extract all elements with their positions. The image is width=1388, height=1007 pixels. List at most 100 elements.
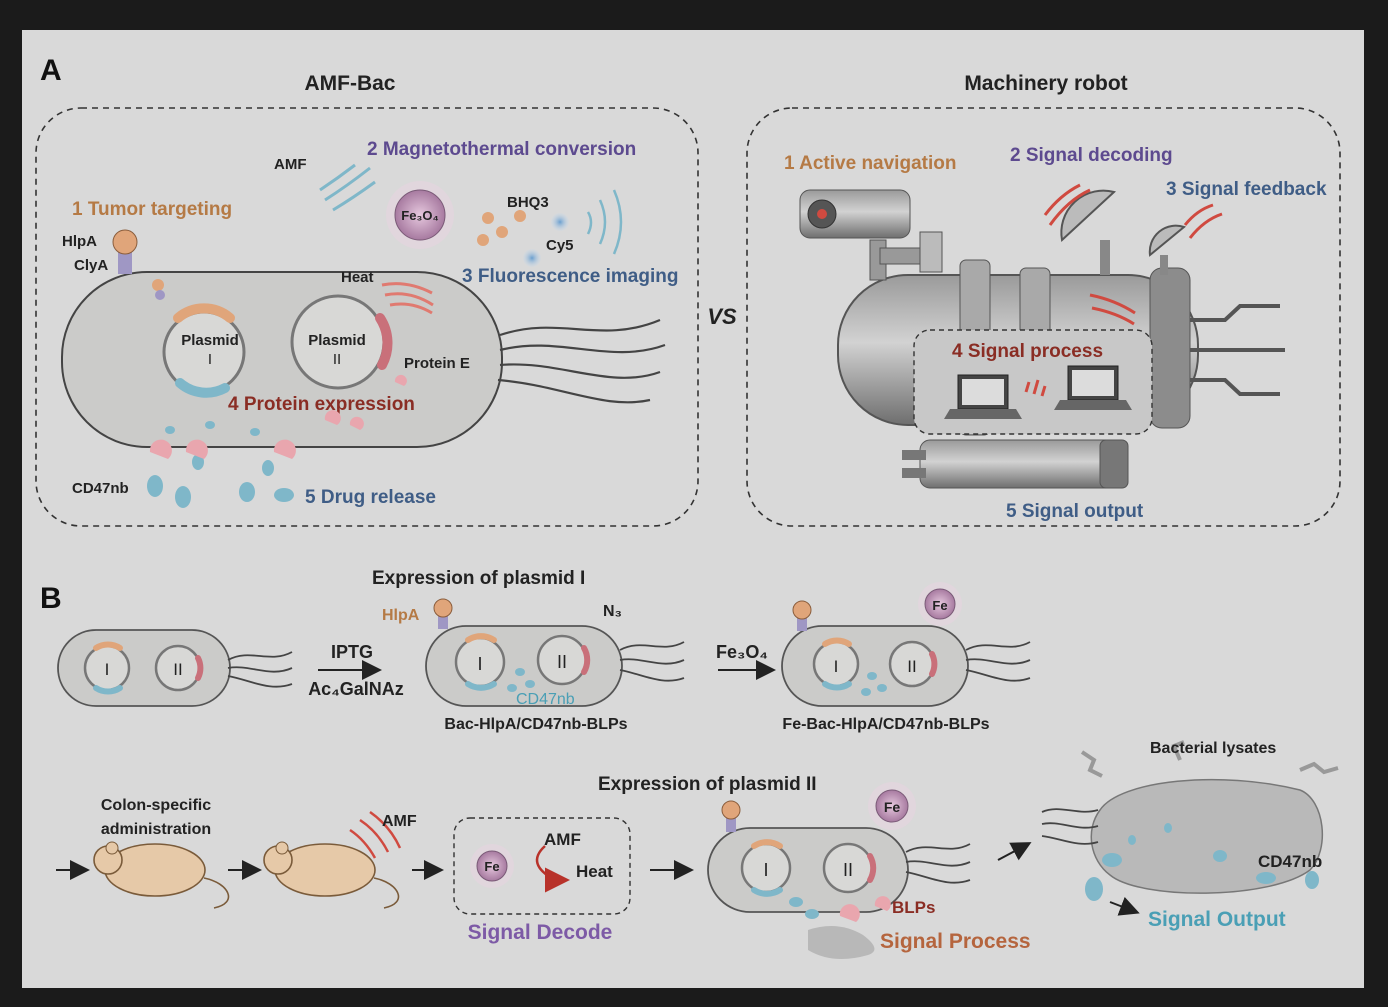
plasmid-i-roman: I [477,654,482,674]
signal-decoding-label: 2 Signal decoding [1010,145,1173,166]
fluorescence-wave [612,189,623,255]
magnetothermal-label: 2 Magnetothermal conversion [367,139,636,160]
hlpa-label: HlpA [382,607,420,624]
signal-wave [1043,183,1081,216]
plasmid-ii-roman: II [173,660,182,679]
signal-output-label: Signal Output [1148,908,1286,931]
protein-e-gene [375,313,393,370]
amf-wave [324,166,371,202]
plasmid-i-roman: I [834,657,839,676]
bhq3-particle [496,226,508,238]
amf-bac-bacterium [61,271,666,448]
heat-wave [384,292,434,307]
satellite-dish-icon [1060,189,1117,275]
satellite-dish-icon [1148,224,1187,275]
expression-plasmid-i-title: Expression of plasmid I [372,568,585,589]
bacterium-expressing [707,782,971,959]
bhq3-particle [514,210,526,222]
hlpa-gene [173,303,235,323]
cd47nb-label: CD47nb [72,480,129,497]
plasmid-ii-roman: II [557,652,567,672]
mouse-icon [93,841,230,909]
clya-label: ClyA [74,257,108,274]
robot-gun-tip [902,450,926,460]
signal-decode-box [453,817,631,915]
signal-process-label: Signal Process [880,930,1031,953]
hlpa-label: HlpA [62,233,97,250]
fluorescence-label: 3 Fluorescence imaging [462,266,678,287]
panel-a-letter: A [40,54,62,87]
robot-claw [1190,304,1280,322]
clya-protein [155,290,165,300]
protein-e-blob [349,416,364,430]
tumor-targeting-label: 1 Tumor targeting [72,199,232,220]
drug-release-label: 5 Drug release [305,487,436,508]
bhq3-label: BHQ3 [507,194,549,211]
fe-bac-hlpa-label: Fe-Bac-HlpA/CD47nb-BLPs [782,716,989,733]
plasmid-i-roman: I [105,660,110,679]
cd47nb-gene [175,378,230,398]
fe3o4-nanoparticle [394,189,446,241]
flagellum [497,378,651,404]
amf-decode-label: AMF [544,830,581,849]
cd47nb-released [262,460,274,476]
cy5-label: Cy5 [546,237,574,254]
expression-plasmid-ii-title: Expression of plasmid II [598,774,817,795]
cd47nb-released [192,454,204,470]
flagellum [499,363,661,379]
signal-output-label: 5 Signal output [1006,501,1144,522]
amf-bac-dashed-box [35,107,699,527]
cd47nb-blob [250,428,260,436]
blps-label: BLPs [892,898,935,917]
signal-process-wave [1024,379,1047,397]
colon-label-line1: Colon-specific [101,797,211,814]
clya-anchor [118,252,132,274]
fe-nanoparticle [476,850,508,882]
flagellum [499,343,666,354]
arrow-to-output [1109,896,1140,916]
robot-gun-mount [1099,439,1129,489]
robot-dashed-box [746,107,1341,527]
amf-bac-title: AMF-Bac [304,72,395,95]
signal-wave [1183,203,1214,226]
panel-b-letter: B [40,582,62,615]
fluorescence-wave [598,199,607,245]
bacterium-fe-bac [781,582,1031,707]
fluorescence-wave [586,211,593,235]
iptg-label: IPTG [331,642,373,662]
active-navigation-label: 1 Active navigation [784,153,956,174]
plasmid-ii-roman: II [333,351,341,368]
signal-process-label: 4 Signal process [952,341,1103,362]
plasmid-i-roman: I [208,351,212,368]
ac4galnaz-label: Ac₄GalNAz [308,679,404,699]
robot-end-cap [1149,267,1191,429]
colon-label-line2: administration [101,821,211,838]
amf-label: AMF [274,156,307,173]
cd47nb-released [147,475,163,497]
signal-feedback-label: 3 Signal feedback [1166,179,1327,200]
plasmid-ii-roman: II [843,860,853,880]
lysed-bacterium [1041,740,1339,901]
protein-e-blob [324,410,341,425]
protein-e-pore [273,439,296,459]
machinery-robot-title: Machinery robot [964,72,1127,95]
laptop-icon [944,374,1022,419]
plasmid-i-roman: I [763,860,768,880]
hlpa-protein [152,279,164,291]
heat-wave [381,282,433,295]
camera-icon [799,189,943,281]
arrow-to-lysis [997,842,1032,861]
heat-wave [389,302,433,315]
cd47nb-released [274,488,294,502]
fe-label: Fe [932,598,947,613]
cy5-particle [551,213,569,231]
signal-wave [1089,293,1136,315]
cd47nb-inside-label: CD47nb [516,691,575,708]
robot-gun-barrel [919,439,1121,489]
protein-e-pore [149,439,172,459]
laptop-icon [1054,365,1132,410]
heat-label: Heat [341,269,374,286]
bac-hlpa-label: Bac-HlpA/CD47nb-BLPs [444,716,627,733]
protein-e-pore [185,439,208,459]
